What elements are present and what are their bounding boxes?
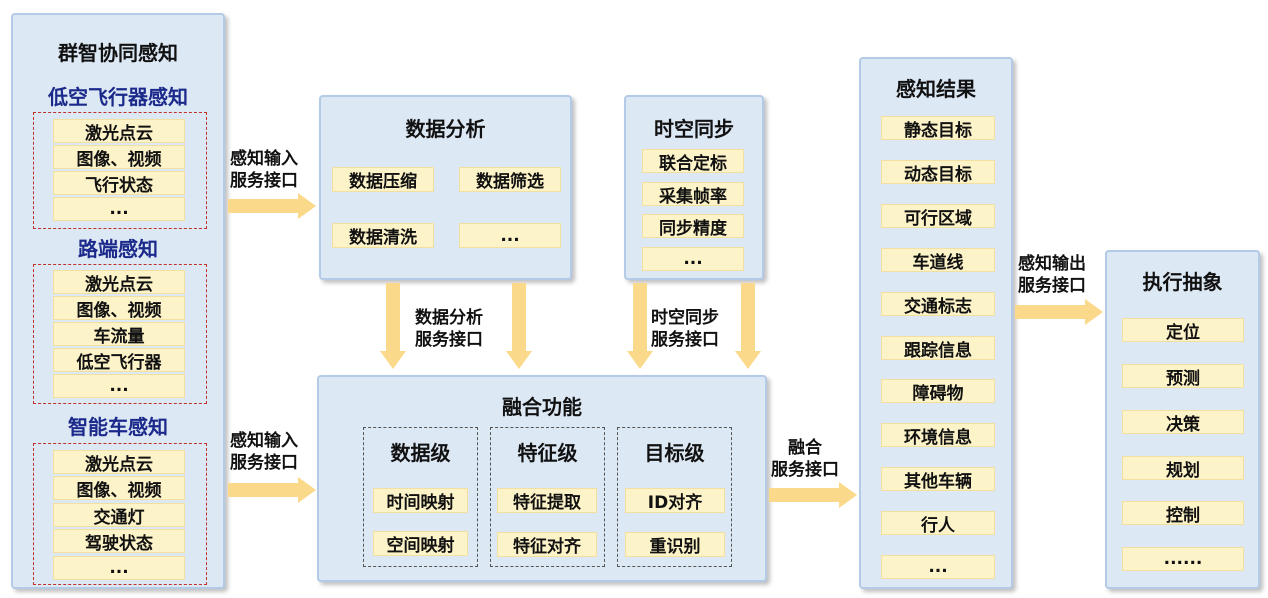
analysis-item: 数据压缩 <box>332 167 434 192</box>
roadside-item: 图像、视频 <box>53 296 185 321</box>
result-item: ... <box>881 555 995 579</box>
vehicle-item: 图像、视频 <box>53 476 185 501</box>
execution-item: ...... <box>1122 547 1244 571</box>
label-line: 感知输入 <box>230 149 298 169</box>
roadside-item: 激光点云 <box>53 270 185 295</box>
label-line: 数据分析 <box>415 308 483 328</box>
label-line: 时空同步 <box>651 308 719 328</box>
vehicle-item: 激光点云 <box>53 450 185 475</box>
uav-item: 图像、视频 <box>53 145 185 170</box>
uav-sensing-title: 低空飞行器感知 <box>48 85 188 109</box>
execution-panel: 执行抽象 定位 预测 决策 规划 控制 ...... <box>1105 250 1260 589</box>
perception-result-panel: 感知结果 静态目标 动态目标 可行区域 车道线 交通标志 跟踪信息 障碍物 环境… <box>859 57 1013 589</box>
time-sync-panel: 时空同步 联合定标 采集帧率 同步精度 ... <box>624 95 764 280</box>
result-item: 静态目标 <box>881 116 995 141</box>
output-arrow <box>1015 299 1103 325</box>
crowd-sensing-panel: 群智协同感知 低空飞行器感知 激光点云 图像、视频 飞行状态 ... 路端感知 … <box>11 13 225 589</box>
roadside-item: 低空飞行器 <box>53 348 185 373</box>
uav-item: ... <box>53 197 185 221</box>
result-item: 跟踪信息 <box>881 336 995 361</box>
label-line: 服务接口 <box>771 460 839 480</box>
analysis-interface-label: 数据分析 服务接口 <box>415 307 483 351</box>
input-interface-label-1: 感知输入 服务接口 <box>230 148 298 192</box>
analysis-down-arrow-left <box>380 283 406 369</box>
roadside-sensing-group <box>33 264 207 404</box>
data-analysis-title: 数据分析 <box>405 117 486 141</box>
crowd-sensing-title: 群智协同感知 <box>58 41 178 65</box>
label-line: 服务接口 <box>651 330 719 350</box>
vehicle-sensing-title: 智能车感知 <box>68 415 168 439</box>
sync-item: 同步精度 <box>642 214 744 239</box>
fusion-object-item: 重识别 <box>625 532 725 557</box>
fusion-level-object <box>617 427 732 567</box>
execution-item: 控制 <box>1122 501 1244 526</box>
label-line: 服务接口 <box>415 330 483 350</box>
uav-item: 激光点云 <box>53 119 185 144</box>
perception-result-title: 感知结果 <box>896 77 976 101</box>
label-line: 感知输入 <box>230 431 298 451</box>
analysis-down-arrow-right <box>506 283 532 369</box>
uav-sensing-group <box>33 112 207 229</box>
label-line: 服务接口 <box>230 453 298 473</box>
execution-item: 定位 <box>1122 318 1244 343</box>
result-item: 车道线 <box>881 248 995 273</box>
fusion-feature-item: 特征对齐 <box>497 532 597 557</box>
label-line: 融合 <box>788 438 822 458</box>
execution-title: 执行抽象 <box>1142 270 1223 294</box>
roadside-item: 车流量 <box>53 322 185 347</box>
fusion-object-item: ID对齐 <box>625 488 725 513</box>
fusion-panel: 融合功能 数据级 时间映射 空间映射 特征级 特征提取 特征对齐 目标级 ID对… <box>317 375 767 582</box>
execution-item: 预测 <box>1122 364 1244 389</box>
fusion-level-title: 数据级 <box>390 441 451 465</box>
input-arrow-2 <box>228 477 316 503</box>
label-line: 服务接口 <box>230 171 298 191</box>
fusion-data-item: 空间映射 <box>373 531 468 556</box>
vehicle-item: 驾驶状态 <box>53 529 185 554</box>
sync-down-arrow-left <box>627 283 653 369</box>
fusion-data-item: 时间映射 <box>373 488 468 513</box>
label-line: 感知输出 <box>1018 254 1086 274</box>
data-analysis-panel: 数据分析 数据压缩 数据筛选 数据清洗 ... <box>319 95 572 280</box>
input-interface-label-2: 感知输入 服务接口 <box>230 430 298 474</box>
result-item: 其他车辆 <box>881 467 995 492</box>
result-item: 可行区域 <box>881 204 995 229</box>
fusion-level-title: 目标级 <box>644 441 705 465</box>
fusion-output-arrow <box>769 482 857 508</box>
analysis-item: ... <box>459 223 561 248</box>
fusion-level-data <box>363 427 478 567</box>
uav-item: 飞行状态 <box>53 171 185 196</box>
execution-item: 规划 <box>1122 456 1244 481</box>
sync-item: 采集帧率 <box>642 182 744 207</box>
fusion-feature-item: 特征提取 <box>497 488 597 513</box>
result-item: 环境信息 <box>881 423 995 448</box>
sync-item: 联合定标 <box>642 149 744 174</box>
result-item: 交通标志 <box>881 292 995 317</box>
vehicle-sensing-group <box>33 443 207 585</box>
vehicle-item: ... <box>53 556 185 580</box>
fusion-level-feature <box>490 427 605 567</box>
fusion-level-title: 特征级 <box>517 441 578 465</box>
execution-item: 决策 <box>1122 410 1244 435</box>
vehicle-item: 交通灯 <box>53 503 185 528</box>
sync-item: ... <box>642 247 744 271</box>
result-item: 动态目标 <box>881 160 995 185</box>
input-arrow-1 <box>228 193 316 219</box>
analysis-item: 数据筛选 <box>459 167 561 192</box>
roadside-sensing-title: 路端感知 <box>78 237 158 261</box>
result-item: 障碍物 <box>881 379 995 404</box>
fusion-title: 融合功能 <box>502 395 582 419</box>
analysis-item: 数据清洗 <box>332 223 434 248</box>
roadside-item: ... <box>53 374 185 398</box>
result-item: 行人 <box>881 511 995 536</box>
output-interface-label: 感知输出 服务接口 <box>1018 253 1086 297</box>
sync-interface-label: 时空同步 服务接口 <box>651 307 719 351</box>
sync-down-arrow-right <box>735 283 761 369</box>
fusion-interface-label: 融合 服务接口 <box>771 437 839 481</box>
label-line: 服务接口 <box>1018 276 1086 296</box>
time-sync-title: 时空同步 <box>654 117 734 141</box>
